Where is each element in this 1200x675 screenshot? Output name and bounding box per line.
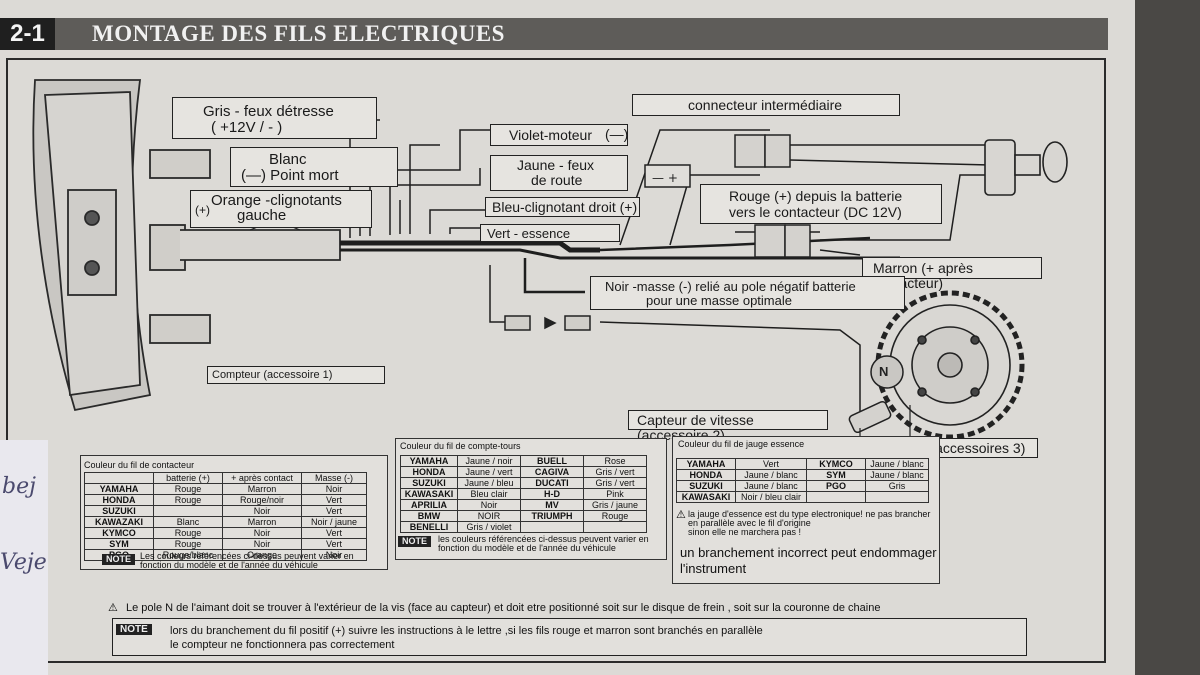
sprocket-disc	[875, 290, 1025, 440]
label-gris: Gris - feux détresse ( +12V / - )	[172, 97, 377, 139]
warning-icon: ⚠	[676, 509, 686, 521]
bottom-note-line1: lors du branchement du fil positif (+) s…	[170, 625, 763, 637]
bottom-note-box	[112, 618, 1027, 656]
jauge-warn-line1: la jauge d'essence est du type electroni…	[688, 509, 931, 519]
handwriting-line1: bej	[2, 474, 36, 499]
jauge-warn-line3: sinon elle ne marchera pas !	[688, 527, 802, 537]
svg-text:— +: — +	[652, 171, 678, 185]
table-contacteur-note: Les couleurs référencées ci-dessus peuve…	[140, 551, 354, 570]
diagram-frame	[6, 58, 1106, 663]
table-comptetours-note: les couleurs référencées ci-dessus peuve…	[438, 534, 649, 553]
label-vert: Vert - essence	[480, 224, 620, 242]
note-badge: NOTE	[398, 536, 432, 547]
section-title: MONTAGE DES FILS ELECTRIQUES	[92, 21, 505, 46]
label-connecteur: connecteur intermédiaire	[632, 94, 900, 116]
label-violet: Violet-moteur (—)	[490, 124, 628, 146]
speed-sensor-icon	[848, 355, 904, 434]
warning-icon: ⚠	[108, 602, 118, 614]
note-badge: NOTE	[102, 554, 136, 565]
ignition-key-icon	[984, 139, 1068, 196]
jauge-warn-big1: un branchement incorrect peut endommager	[680, 545, 937, 560]
label-rouge: Rouge (+) depuis la batterie vers le con…	[700, 184, 942, 224]
label-marron: Marron (+ après contacteur)	[862, 257, 1042, 291]
magnet-pole-letter: N	[879, 364, 889, 379]
plug-connectors	[504, 315, 591, 331]
jauge-warn-big2: l'instrument	[680, 561, 747, 576]
label-jaune: Jaune - feux de route	[490, 155, 628, 191]
wire-harness	[340, 119, 991, 415]
handwriting-line2: Veje	[0, 550, 47, 575]
label-blanc: Blanc (—) Point mort	[230, 147, 398, 187]
label-noir: Noir -masse (-) relié au pole négatif ba…	[590, 276, 905, 310]
bottom-note-line2: le compteur ne fonctionnera pas correcte…	[170, 639, 395, 651]
bottom-warning: Le pole N de l'aimant doit se trouver à …	[126, 602, 881, 614]
connector-blocks	[734, 134, 811, 258]
background-surface	[1135, 0, 1200, 675]
table-contacteur-caption: Couleur du fil de contacteur	[84, 460, 195, 470]
label-capteur: Capteur de vitesse (accessoire 2)	[628, 410, 828, 443]
label-bleu: Bleu-clignotant droit (+)	[485, 197, 640, 217]
handwritten-note: bej Veje	[0, 440, 48, 675]
section-header: 2-1 MONTAGE DES FILS ELECTRIQUES	[0, 18, 1108, 50]
jauge-warn-line2: en parallèle avec le fil d'origine	[688, 518, 811, 528]
gauge-body	[32, 79, 341, 412]
table-jauge-caption: Couleur du fil de jauge essence	[678, 439, 805, 449]
wiring-art: — +	[32, 79, 1068, 440]
section-number: 2-1	[0, 18, 55, 50]
label-orange: Orange -clignotants (+) gauche	[190, 190, 372, 228]
table-comptetours-caption: Couleur du fil de compte-tours	[400, 441, 521, 451]
battery-icon: — +	[644, 164, 691, 188]
note-badge: NOTE	[116, 624, 152, 635]
label-compteur: Compteur (accessoire 1)	[207, 366, 385, 384]
